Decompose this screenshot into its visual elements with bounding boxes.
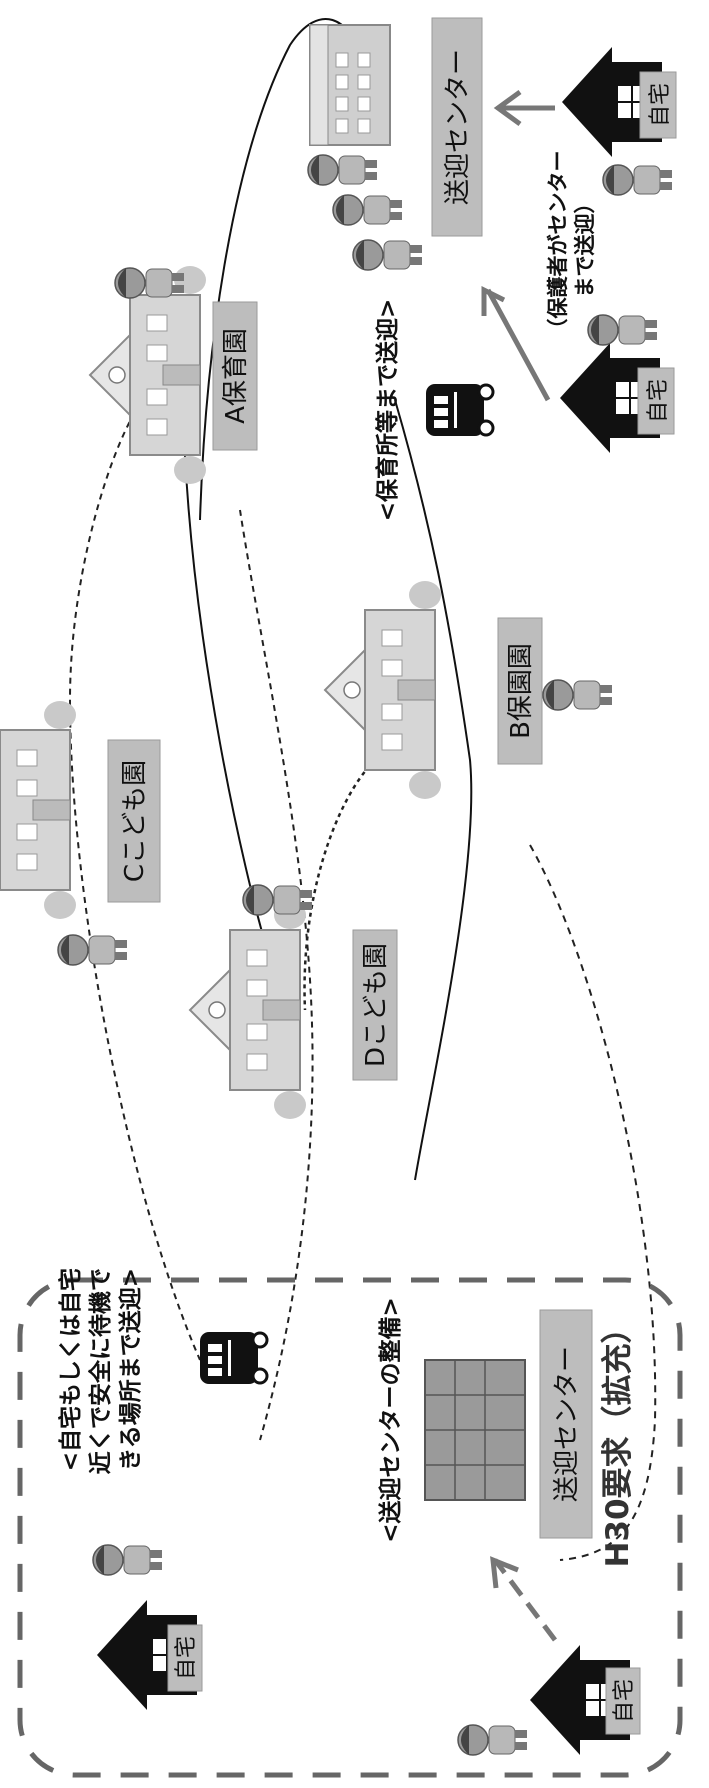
facility-b-label-box: B保園園 — [498, 618, 542, 764]
facility-c-label: Cこども園 — [120, 760, 150, 882]
caption-guardian-line1: （保護者がセンター — [546, 151, 570, 340]
center-bottom-label-box: 送迎センター — [540, 1310, 592, 1538]
home-bottom-right-label-box: 自宅 — [606, 1668, 640, 1734]
person-icon — [353, 240, 422, 270]
school-building-icon — [325, 581, 441, 799]
school-building-icon — [90, 266, 206, 484]
person-icon — [58, 935, 127, 965]
center-bottom-label: 送迎センター — [552, 1346, 582, 1502]
office-building-icon — [310, 25, 390, 145]
home-bottom-left-label-box: 自宅 — [168, 1625, 202, 1691]
facility-a-label-box: A保育園 — [213, 302, 257, 450]
route-solid-main — [185, 455, 270, 960]
home-top-right-label-box: 自宅 — [640, 72, 676, 138]
facility-d-label: Dこども園 — [361, 943, 391, 1067]
school-building-icon — [0, 701, 76, 919]
home-top-right-label: 自宅 — [648, 83, 673, 127]
home-mid-right-label-box: 自宅 — [638, 368, 674, 434]
center-top-label-box: 送迎センター — [432, 18, 482, 236]
caption-pickup-line1: <自宅もしくは自宅 — [57, 1268, 84, 1471]
home-bottom-right-label: 自宅 — [612, 1679, 637, 1723]
caption-center-setup: <送迎センターの整備> — [377, 1297, 404, 1543]
facility-a-label: A保育園 — [221, 328, 251, 424]
person-icon — [543, 680, 612, 710]
arrow-home-to-center-top — [498, 92, 555, 124]
person-icon — [603, 165, 672, 195]
arrow-home-to-center-bottom — [493, 1560, 555, 1640]
person-icon — [588, 315, 657, 345]
person-icon — [115, 268, 184, 298]
arrow-home-to-center-mid — [484, 290, 548, 400]
person-icon — [458, 1725, 527, 1755]
facility-c-label-box: Cこども園 — [108, 740, 160, 902]
center-top-label: 送迎センター — [443, 49, 473, 205]
caption-guardian-line2: まで送迎） — [573, 193, 597, 298]
person-icon — [93, 1545, 162, 1575]
caption-route-to-nursery: <保育所等まで送迎> — [374, 299, 401, 522]
person-icon — [308, 155, 377, 185]
school-building-icon — [190, 901, 306, 1119]
bus-icon — [200, 1332, 267, 1384]
caption-pickup-line3: きる場所まで送迎> — [117, 1268, 144, 1471]
home-mid-right-label: 自宅 — [646, 379, 671, 423]
facility-d-label-box: Dこども園 — [353, 930, 397, 1080]
person-icon — [333, 195, 402, 225]
office-building-icon — [425, 1360, 525, 1500]
bus-icon — [426, 384, 493, 436]
caption-pickup-line2: 近くで安全に待機で — [87, 1268, 114, 1474]
h30-request-caption: H30要求（拡充） — [600, 1312, 636, 1567]
home-bottom-left-label: 自宅 — [174, 1636, 199, 1680]
facility-b-label: B保園園 — [506, 643, 536, 739]
